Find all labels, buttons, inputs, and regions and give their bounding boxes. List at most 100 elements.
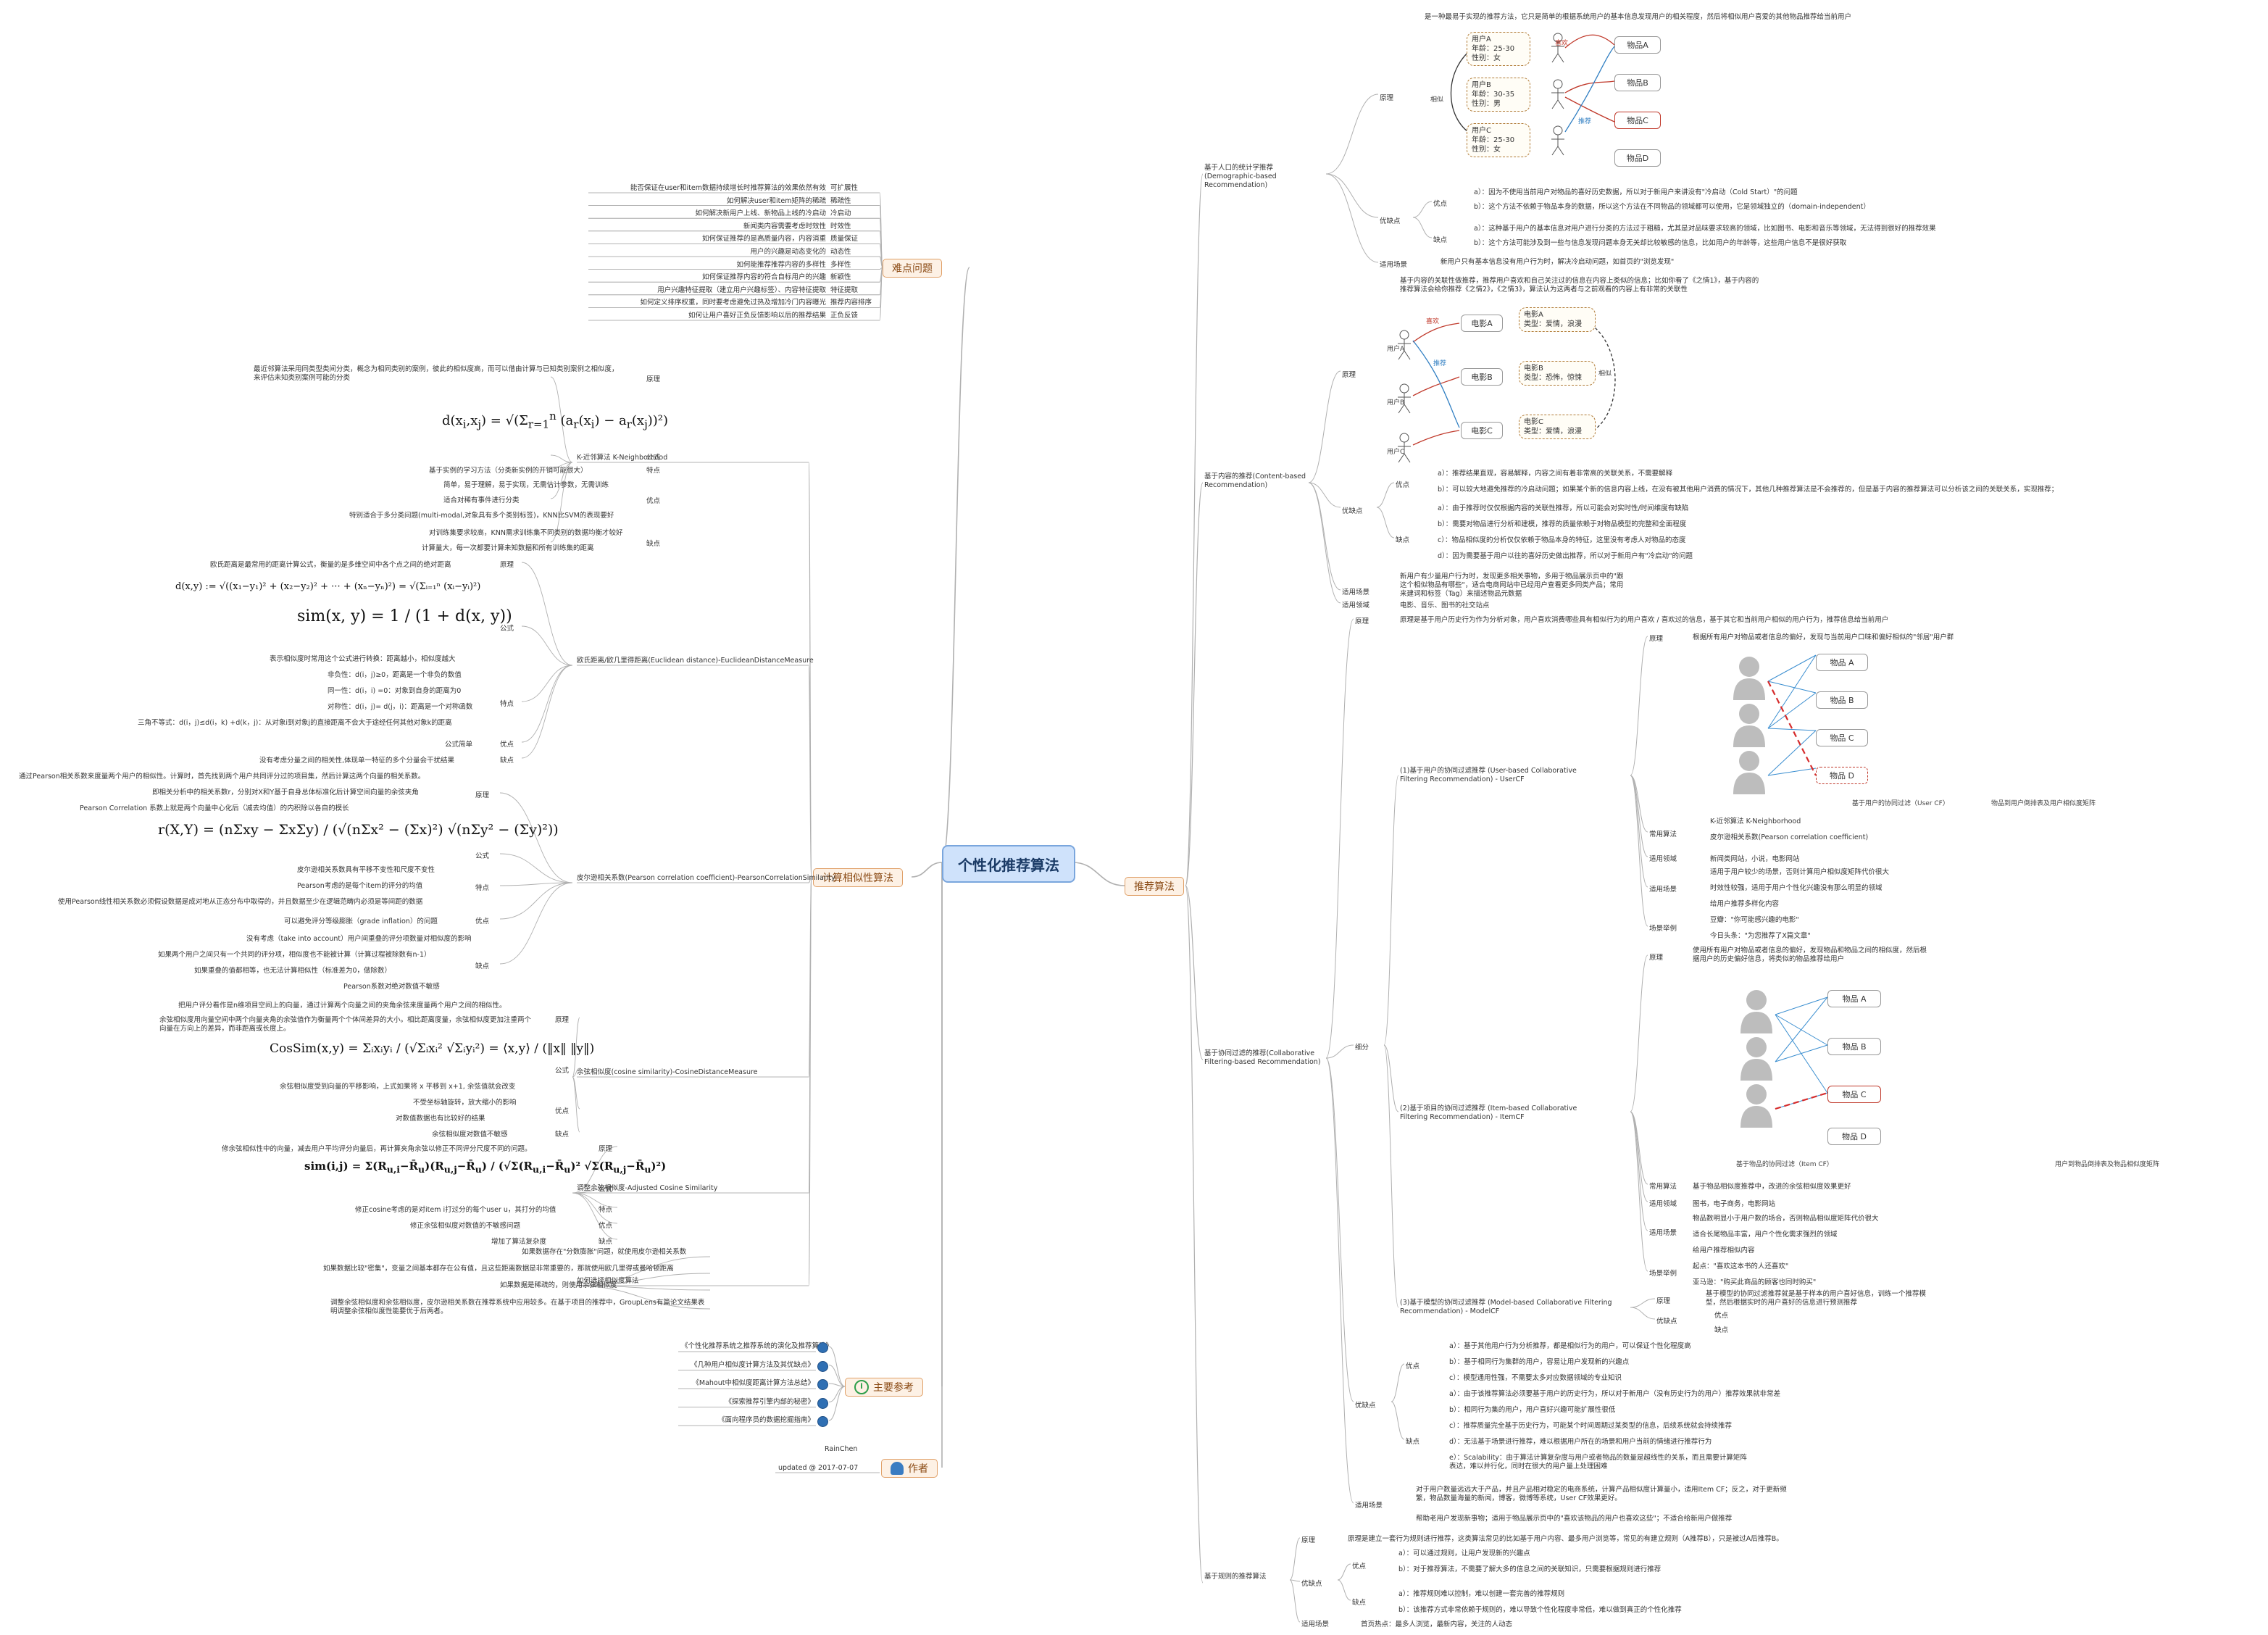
cf-pro: c）：模型通用性强，不需要太多对应数据领域的专业知识 [1449,1374,1622,1382]
topic-similarity[interactable]: 计算相似性算法 [813,868,903,887]
pearson-node[interactable]: 皮尔逊相关系数(Pearson correlation coefficient)… [577,874,835,882]
content-scene-label: 适用场景 [1342,588,1370,596]
connector-line [1337,1563,1351,1581]
adjusted-cosine-formula: sim(i,j) = Σ(Ru,i−R̄u)(Ru,j−R̄u) / (√Σ(R… [304,1160,667,1175]
reference-link-icon[interactable] [817,1416,828,1427]
difficulty-category[interactable]: 可扩展性 [830,184,859,192]
connector-line [572,1068,580,1078]
reference-link-icon[interactable] [817,1361,828,1372]
difficulty-category[interactable]: 时效性 [830,222,851,230]
difficulty-category[interactable]: 正负反馈 [830,312,859,320]
topic-algorithms[interactable]: 推荐算法 [1125,877,1184,896]
usercf-principle: 根据所有用户对物品或者信息的偏好，发现与当前用户口味和偏好相似的"邻居"用户群 [1693,633,1954,641]
connector-line [1630,1111,1648,1272]
demo-con: b）：这个方法可能涉及到一些与信息发现问题本身无关却比较敏感的信息，比如用户的年… [1474,239,1847,247]
cf-node[interactable]: 基于协同过滤的推荐(Collaborative Filtering-based … [1204,1049,1321,1066]
connector-line [911,862,943,878]
usercf-caption: 基于用户的协同过滤（User CF） [1852,800,1949,807]
knn-formula-label: 公式 [646,454,661,462]
user-figure-icon [1398,393,1411,414]
difficulty-category[interactable]: 质量保证 [830,235,859,244]
connector-line [499,792,573,883]
euclid-similarity-formula: sim(x, y) = 1 / (1 + d(x, y)) [297,607,512,625]
difficulty-category[interactable]: 新颖性 [830,273,851,282]
connector-line [572,1017,580,1078]
cosine-principle-2: 余弦相似度用向量空间中两个向量夹角的余弦值作为衡量两个个体间差异的大小。相比距离… [159,1016,532,1033]
info-icon: i [854,1380,869,1394]
euclid-pros: 公式简单 [445,741,473,749]
difficulty-description: 如何解决新用户上线、新物品上线的冷启动 [695,209,826,218]
content-cons-label: 缺点 [1396,536,1410,544]
itemcf-example: 起点："喜欢这本书的人还喜欢" [1693,1262,1789,1270]
connector-line [1325,1057,1354,1504]
choose-item: 调整余弦相似度和余弦相似度，皮尔逊相关系数在推荐系统中应用较多。在基于项目的推荐… [330,1299,705,1315]
content-scene: 新用户有少量用户行为时，发现更多相关事物，多用于物品展示页中的"跟这个相似物品有… [1400,573,1624,598]
topic-difficulty[interactable]: 难点问题 [883,259,942,278]
reference-item[interactable]: 《个性化推荐系统之推荐系统的演化及推荐算法》 [681,1342,833,1350]
connector-line [1289,1537,1301,1581]
content-movie-c: 电影C [1461,422,1503,439]
usercf-example: 豆瓣："你可能感兴趣的电影" [1710,916,1799,924]
choose-algorithm-node[interactable]: 如何选择相似度算法 [577,1277,639,1285]
content-field-label: 适用领域 [1342,602,1370,610]
content-pro: b）：可以较大地避免推荐的冷启动问题；如果某个新的信息内容上线，在没有被其他用户… [1438,486,2059,494]
cosine-node[interactable]: 余弦相似度(cosine similarity)-CosineDistanceM… [577,1068,758,1076]
rule-node[interactable]: 基于规则的推荐算法 [1204,1573,1267,1581]
demo-principle-label: 原理 [1380,94,1394,102]
choose-item: 如果数据比较"密集"，变量之间基本都存在公有值，且这些距离数据是非常重要的，那就… [323,1265,674,1273]
topic-algorithms-label: 推荐算法 [1134,881,1175,893]
topic-author[interactable]: 作者 [881,1459,938,1478]
connector-line [1325,1057,1354,1402]
connector-line [572,1146,618,1194]
connector-line [808,876,812,883]
difficulty-description: 如何保证推荐的是高质量内容，内容消重 [701,235,826,244]
connector-line [572,1285,711,1291]
topic-references[interactable]: i 主要参考 [845,1378,923,1397]
cosine-principle-label: 原理 [555,1016,570,1024]
user-silhouette-icon [1740,1059,1772,1081]
cf-cons-label: 缺点 [1406,1438,1420,1446]
reference-link-icon[interactable] [817,1379,828,1390]
rule-pro: a）：可以通过规则，让用户发现新的兴趣点 [1398,1549,1530,1557]
topic-references-label: 主要参考 [873,1382,914,1394]
content-field: 电影、音乐、图书的社交站点 [1400,602,1490,610]
cosine-pro: 对数值数据也有比较好的结果 [396,1115,485,1123]
demo-item-c: 物品C [1614,112,1661,129]
reference-link-icon[interactable] [817,1342,828,1353]
usercf-field-label: 适用领域 [1649,855,1677,863]
itemcf-node[interactable]: (2)基于项目的协同过滤推荐 (Item-based Collaborative… [1400,1104,1577,1121]
content-node[interactable]: 基于内容的推荐(Content-based Recommendation) [1204,473,1306,489]
difficulty-category[interactable]: 冷启动 [830,209,851,218]
central-topic[interactable]: 个性化推荐算法 [942,845,1075,883]
demographic-node[interactable]: 基于人口的统计学推荐(Demographic-based Recommendat… [1204,164,1277,189]
connector-line [1383,1044,1399,1112]
demo-similar-label: 相似 [1430,96,1444,104]
usercf-node[interactable]: (1)基于用户的协同过滤推荐 (User-based Collaborative… [1400,767,1577,783]
connector-line [499,882,573,920]
usercf-algo: K-近邻算法 K-Neighborhood [1710,818,1801,825]
difficulty-category[interactable]: 多样性 [830,260,851,269]
difficulty-category[interactable]: 推荐内容排序 [830,299,872,307]
knn-node[interactable]: K-近邻算法 K-Neighborhood [577,454,668,462]
reference-item[interactable]: 《面向程序员的数据挖掘指南》 [717,1416,814,1424]
reference-link-icon[interactable] [817,1398,828,1409]
modelcf-node[interactable]: (3)基于模型的协同过滤推荐 (Model-based Collaborativ… [1400,1299,1612,1315]
adjusted-cosine-node[interactable]: 调整余弦相似度-Adjusted Cosine Similarity [577,1184,718,1192]
itemcf-algo-label: 常用算法 [1649,1183,1677,1191]
reference-item[interactable]: 《几种用户相似度计算方法及其优缺点》 [690,1360,814,1369]
difficulty-category[interactable]: 稀疏性 [830,196,851,205]
euclid-node[interactable]: 欧氏距离/欧几里得距离(Euclidean distance)-Euclidea… [577,657,814,665]
difficulty-category[interactable]: 特征提取 [830,286,859,294]
user-silhouette-icon [1733,678,1765,700]
difficulty-category[interactable]: 动态性 [830,248,851,256]
pearson-principle-label: 原理 [475,791,490,799]
itemcf-item-d: 物品 D [1827,1128,1881,1145]
reference-item[interactable]: 《Mahout中相似度距离计算方法总结》 [692,1379,814,1387]
cf-con: e）：Scalability：由于算法计算复杂度与用户或者物品的数量是超线性的关… [1449,1454,1747,1470]
content-movie-a: 电影A [1461,315,1503,332]
itemcf-principle-label: 原理 [1649,954,1664,962]
reference-item[interactable]: 《探索推荐引擎内部的秘密》 [725,1397,814,1406]
connector-line [828,1386,846,1402]
user-silhouette-icon [1740,1106,1772,1128]
connector-line [1289,1579,1301,1623]
